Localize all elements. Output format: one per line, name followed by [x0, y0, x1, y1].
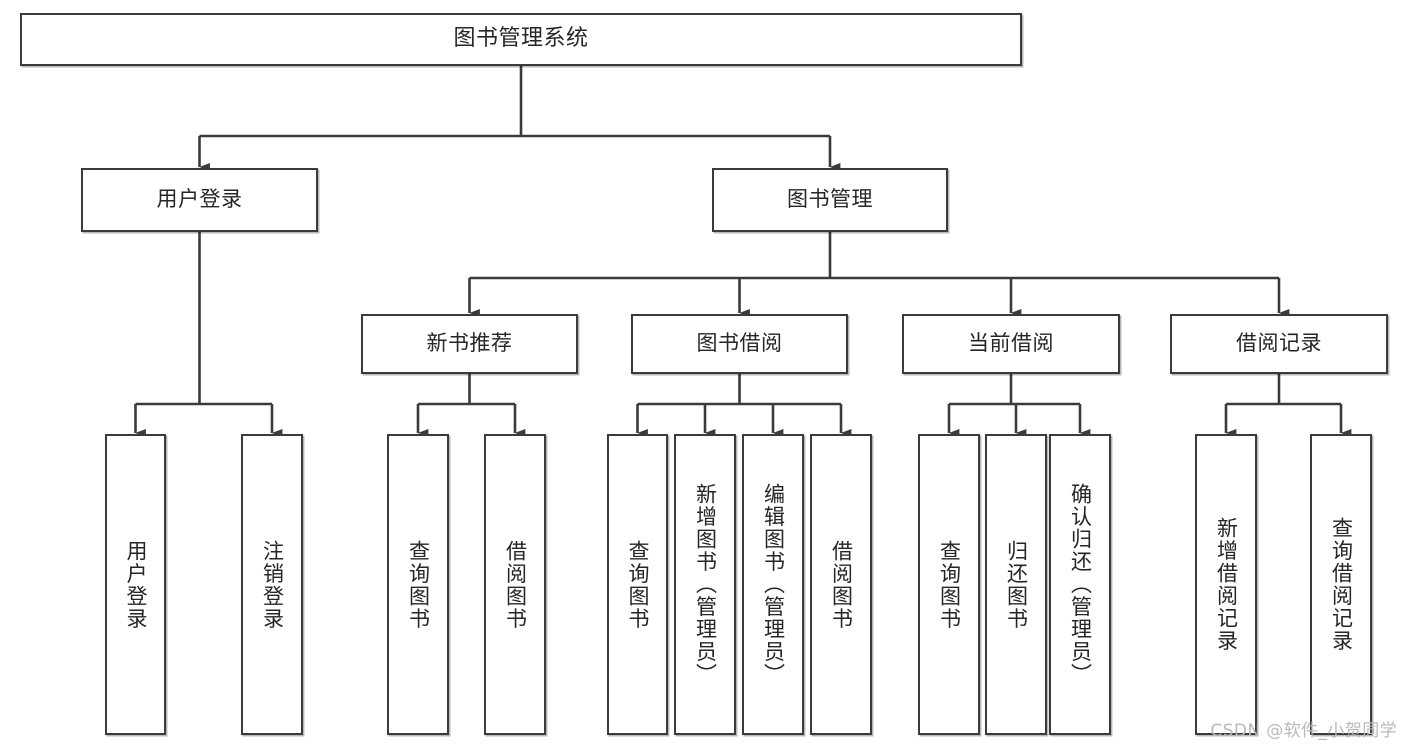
node-label-leaf-borrow-edit-book: 编辑图书（管理员）: [761, 483, 786, 686]
node-leaf-user-login[interactable]: 用户登录: [105, 434, 166, 735]
node-label-leaf-record-query: 查询借阅记录: [1329, 517, 1354, 652]
node-current-borrow[interactable]: 当前借阅: [902, 314, 1120, 374]
node-label-leaf-current-return-book: 归还图书: [1004, 539, 1029, 630]
watermark-text: CSDN @软件_小贺同学: [1210, 721, 1397, 741]
node-book-borrow[interactable]: 图书借阅: [631, 314, 848, 374]
node-label-current-borrow: 当前借阅: [968, 331, 1054, 356]
node-root[interactable]: 图书管理系统: [20, 13, 1022, 66]
node-user-login[interactable]: 用户登录: [81, 168, 318, 232]
node-label-leaf-rec-borrow-book: 借阅图书: [503, 539, 528, 630]
node-leaf-current-confirm-return[interactable]: 确认归还（管理员）: [1049, 434, 1111, 735]
node-leaf-borrow-query-book[interactable]: 查询图书: [607, 434, 668, 735]
node-leaf-borrow-lend-book[interactable]: 借阅图书: [810, 434, 872, 735]
node-label-leaf-borrow-add-book: 新增图书（管理员）: [693, 483, 718, 686]
node-leaf-current-return-book[interactable]: 归还图书: [985, 434, 1047, 735]
node-leaf-record-query[interactable]: 查询借阅记录: [1310, 434, 1372, 735]
node-label-book-manage: 图书管理: [787, 187, 873, 212]
node-book-manage[interactable]: 图书管理: [712, 168, 948, 232]
node-label-leaf-borrow-query-book: 查询图书: [625, 539, 650, 630]
node-leaf-borrow-edit-book[interactable]: 编辑图书（管理员）: [742, 434, 804, 735]
node-label-leaf-user-login: 用户登录: [123, 539, 148, 630]
node-leaf-rec-query-book[interactable]: 查询图书: [387, 434, 449, 735]
node-label-leaf-rec-query-book: 查询图书: [406, 539, 431, 630]
node-borrow-record[interactable]: 借阅记录: [1170, 314, 1388, 374]
node-label-book-borrow: 图书借阅: [696, 331, 783, 356]
node-label-leaf-borrow-lend-book: 借阅图书: [829, 539, 854, 630]
node-label-leaf-current-confirm-return: 确认归还（管理员）: [1068, 483, 1093, 686]
node-label-user-login: 用户登录: [156, 187, 243, 212]
node-label-new-book-rec: 新书推荐: [426, 331, 513, 356]
node-label-root: 图书管理系统: [453, 26, 589, 52]
node-label-leaf-record-add: 新增借阅记录: [1214, 517, 1239, 652]
node-label-leaf-user-logout: 注销登录: [260, 539, 285, 630]
node-leaf-user-logout[interactable]: 注销登录: [241, 434, 303, 735]
edge-paths: [134, 66, 1352, 437]
node-leaf-borrow-add-book[interactable]: 新增图书（管理员）: [674, 434, 736, 735]
node-leaf-rec-borrow-book[interactable]: 借阅图书: [484, 434, 546, 735]
node-leaf-record-add[interactable]: 新增借阅记录: [1195, 434, 1257, 735]
node-label-leaf-current-query-book: 查询图书: [937, 539, 962, 630]
node-new-book-rec[interactable]: 新书推荐: [361, 314, 578, 374]
node-label-borrow-record: 借阅记录: [1236, 331, 1322, 356]
node-leaf-current-query-book[interactable]: 查询图书: [918, 434, 980, 735]
